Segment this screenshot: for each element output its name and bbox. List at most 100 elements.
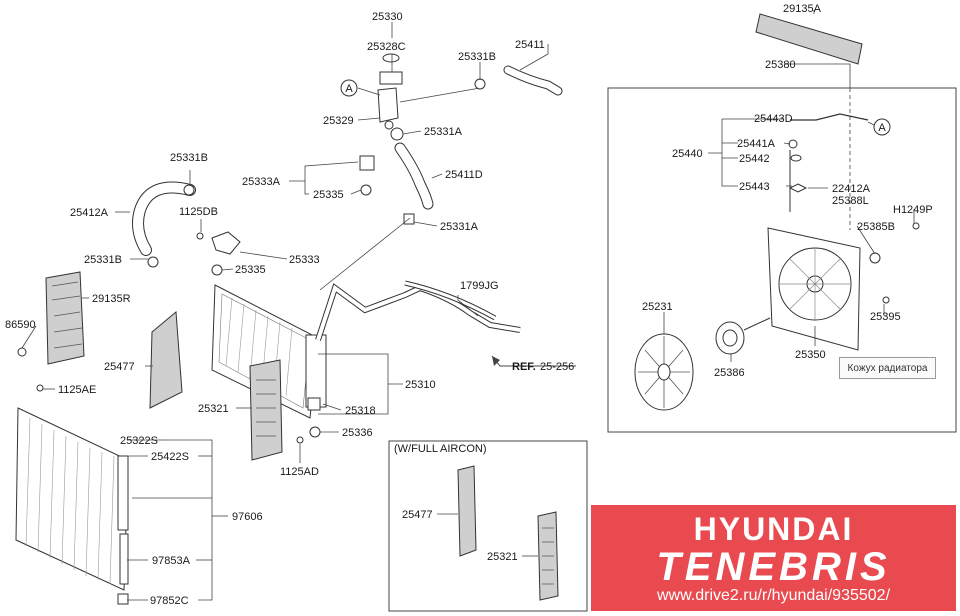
label-25331A-top: 25331A bbox=[424, 126, 463, 138]
label-25411: 25411 bbox=[515, 39, 545, 51]
bolt-25395 bbox=[882, 296, 890, 304]
bolt-1125DB bbox=[196, 232, 204, 240]
label-25321-inset: 25321 bbox=[487, 551, 518, 563]
label-25330: 25330 bbox=[372, 11, 403, 23]
label-97853A: 97853A bbox=[152, 555, 191, 567]
label-25441A: 25441A bbox=[737, 138, 776, 150]
resistor-25385B bbox=[869, 252, 881, 264]
label-29135A: 29135A bbox=[783, 3, 822, 15]
bolt-86590 bbox=[17, 347, 27, 357]
label-25328C: 25328C bbox=[367, 41, 406, 53]
label-25333: 25333 bbox=[289, 254, 320, 266]
watermark-banner: HYUNDAI TENEBRIS www.drive2.ru/r/hyundai… bbox=[591, 505, 956, 611]
label-25335-low: 25335 bbox=[235, 264, 266, 276]
label-97852C: 97852C bbox=[150, 595, 189, 607]
label-25477-main: 25477 bbox=[104, 361, 135, 373]
label-25331B-left: 25331B bbox=[170, 152, 208, 164]
inset-side-seal-25321 bbox=[537, 511, 559, 601]
hose-clamp bbox=[147, 256, 159, 268]
receiver-drier-97853A bbox=[119, 533, 129, 585]
side-seal-25321 bbox=[249, 359, 283, 461]
label-25329: 25329 bbox=[323, 115, 354, 127]
note-text: Кожух радиатора bbox=[847, 362, 928, 374]
full-aircon-inset-frame bbox=[388, 440, 588, 612]
label-25386: 25386 bbox=[714, 367, 745, 379]
label-25442: 25442 bbox=[739, 153, 770, 165]
marker-a-left-label: A bbox=[345, 83, 353, 95]
hose-clamp bbox=[390, 127, 404, 141]
air-guard-29135A bbox=[755, 13, 863, 65]
label-86590: 86590 bbox=[5, 319, 36, 331]
label-1125DB: 1125DB bbox=[179, 206, 218, 218]
reservoir-cap bbox=[377, 53, 403, 130]
label-97606: 97606 bbox=[232, 511, 263, 523]
radiator-25310 bbox=[211, 284, 327, 419]
label-25231: 25231 bbox=[642, 301, 673, 313]
leader-lines bbox=[21, 10, 915, 601]
label-25331B-top: 25331B bbox=[458, 51, 496, 63]
bolt-1125AE bbox=[36, 384, 44, 392]
wiring-25443D bbox=[790, 113, 869, 121]
label-25350: 25350 bbox=[795, 349, 826, 361]
clip-25443 bbox=[788, 183, 808, 193]
label-25331A-mid: 25331A bbox=[440, 221, 479, 233]
marker-a-right-label: A bbox=[878, 122, 886, 134]
watermark-model: TENEBRIS bbox=[656, 545, 891, 589]
inset-air-guard-25477 bbox=[457, 465, 477, 557]
part-labels: 25330 25328C 25331B 25411 25329 25331A 2… bbox=[5, 3, 933, 607]
watermark-brand: HYUNDAI bbox=[693, 511, 854, 547]
note-box: Кожух радиатора bbox=[839, 357, 936, 379]
label-1799JG: 1799JG bbox=[460, 280, 499, 292]
hose-clamp bbox=[183, 184, 195, 196]
side-guard-29135R bbox=[45, 271, 85, 365]
insulator-25335 bbox=[360, 184, 372, 196]
label-22412A: 22412A bbox=[832, 183, 871, 195]
grommet-25442 bbox=[790, 154, 802, 162]
label-25310: 25310 bbox=[405, 379, 436, 391]
label-25443D: 25443D bbox=[754, 113, 793, 125]
inset-title: (W/FULL AIRCON) bbox=[394, 443, 487, 455]
fan-25231 bbox=[634, 333, 694, 411]
label-25422S: 25422S bbox=[151, 451, 189, 463]
label-29135R: 29135R bbox=[92, 293, 131, 305]
label-25336: 25336 bbox=[342, 427, 373, 439]
drain-plug-25336 bbox=[309, 426, 321, 438]
label-H1249P: H1249P bbox=[893, 204, 933, 216]
cap-97852C bbox=[117, 593, 129, 605]
label-25322S: 25322S bbox=[120, 435, 158, 447]
label-25321-main: 25321 bbox=[198, 403, 229, 415]
label-25443: 25443 bbox=[739, 181, 770, 193]
label-25333A: 25333A bbox=[242, 176, 281, 188]
fan-assembly-frame bbox=[607, 87, 957, 433]
condenser-97606 bbox=[15, 407, 129, 591]
label-25395: 25395 bbox=[870, 311, 901, 323]
watermark-url: www.drive2.ru/r/hyundai/935502/ bbox=[656, 587, 891, 604]
label-25335-mid: 25335 bbox=[313, 189, 344, 201]
bolt-1125AD bbox=[296, 436, 304, 444]
label-1125AE: 1125AE bbox=[58, 384, 96, 396]
air-guard-25477 bbox=[149, 310, 183, 409]
label-25411D: 25411D bbox=[445, 169, 483, 181]
label-25388L: 25388L bbox=[832, 195, 869, 207]
reference-value: 25-256 bbox=[540, 361, 574, 373]
label-25380: 25380 bbox=[765, 59, 796, 71]
label-25331B-low: 25331B bbox=[84, 254, 122, 266]
hose-clamp bbox=[474, 78, 486, 90]
reference-prefix: REF. bbox=[512, 361, 536, 373]
label-1125AD: 1125AD bbox=[280, 466, 319, 478]
marker-a-left bbox=[340, 79, 358, 97]
marker-a-right bbox=[873, 118, 891, 136]
bracket-25333A bbox=[359, 155, 375, 171]
label-25440: 25440 bbox=[672, 148, 703, 160]
label-25477-inset: 25477 bbox=[402, 509, 433, 521]
bolt-H1249P bbox=[912, 222, 920, 230]
label-25385B: 25385B bbox=[857, 221, 895, 233]
clip-25441A bbox=[788, 139, 798, 149]
label-25412A: 25412A bbox=[70, 207, 109, 219]
motor-25386 bbox=[715, 317, 771, 355]
insulator-25335 bbox=[211, 264, 223, 276]
bracket-25333 bbox=[211, 231, 241, 255]
fan-shroud-25350 bbox=[767, 227, 861, 351]
